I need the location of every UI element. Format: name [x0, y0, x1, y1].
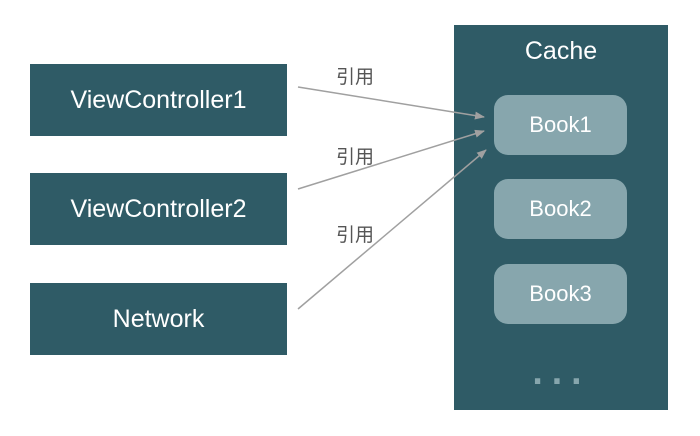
arrow-network-to-book1 — [297, 149, 487, 310]
book-3-box: Book3 — [494, 264, 627, 324]
more-items-ellipsis: ... — [531, 357, 591, 392]
arrow-vc1-to-book1 — [297, 86, 485, 120]
network-label: Network — [112, 304, 205, 333]
reference-label-1: 引用 — [336, 66, 375, 88]
book-2-box: Book2 — [494, 179, 627, 239]
book-2-label: Book2 — [529, 196, 592, 221]
reference-label-2: 引用 — [336, 146, 375, 168]
network-box: Network — [30, 283, 287, 355]
reference-label-3: 引用 — [336, 224, 375, 246]
arrow-vc2-to-book1 — [297, 129, 485, 190]
book-3-label: Book3 — [529, 281, 592, 306]
book-1-box: Book1 — [494, 95, 627, 155]
view-controller-2-box: ViewController2 — [30, 173, 287, 245]
book-1-label: Book1 — [529, 112, 592, 137]
view-controller-2-label: ViewController2 — [70, 194, 247, 223]
view-controller-1-label: ViewController1 — [70, 85, 247, 114]
cache-container: Cache Book1 Book2 Book3 ... — [454, 25, 668, 410]
cache-title: Cache — [524, 37, 598, 65]
view-controller-1-box: ViewController1 — [30, 64, 287, 136]
